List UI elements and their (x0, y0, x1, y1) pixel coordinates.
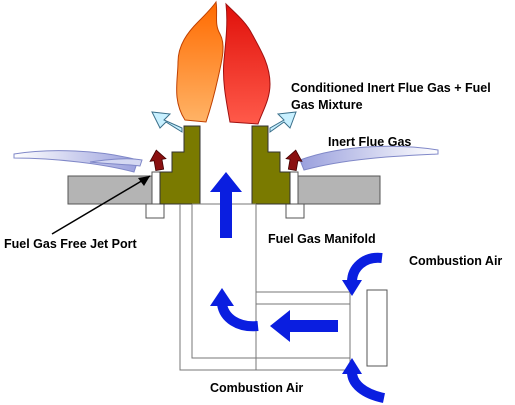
air-arrow-elbow (217, 302, 259, 332)
flame-left (176, 0, 224, 123)
jet-port-left (151, 171, 161, 205)
air-register (366, 289, 388, 367)
label-combustion-air-right: Combustion Air (409, 254, 503, 268)
fuel-gas-arrow (210, 172, 242, 238)
jet-port-right (289, 171, 299, 205)
mixture-arrow-right (269, 111, 297, 133)
label-mixture: Conditioned Inert Flue Gas + Fuel Gas Mi… (291, 81, 491, 112)
air-arrow-horizontal (270, 310, 338, 342)
jet-port-leader-head (138, 176, 150, 186)
label-fuel-gas-manifold: Fuel Gas Manifold (268, 232, 376, 246)
air-arrowhead-elbow (210, 288, 234, 306)
jet-arrow-right (285, 149, 303, 172)
flame-right (223, 2, 271, 125)
flue-gas-swirl-left-upper (89, 158, 143, 167)
jet-port-left-base (145, 203, 165, 219)
jet-port-right-base (285, 203, 305, 219)
jet-port-leader (51, 175, 151, 235)
manifold-duct (179, 203, 351, 371)
burner-tile-right (251, 125, 291, 205)
mixture-arrow-left (151, 111, 183, 133)
burner-tile-left (159, 125, 201, 205)
label-inert-flue-gas: Inert Flue Gas (328, 135, 412, 149)
jet-arrow-left (149, 149, 167, 172)
flue-gas-swirl-left (13, 150, 139, 173)
combustion-air-arrow-bottom (347, 371, 386, 403)
label-fuel-gas-free-jet-port: Fuel Gas Free Jet Port (4, 237, 137, 251)
flue-gas-swirl-right (299, 145, 439, 171)
label-combustion-air-bottom: Combustion Air (210, 381, 304, 395)
combustion-air-arrowhead-top (342, 280, 362, 296)
combustion-air-arrowhead-bottom (342, 358, 362, 374)
furnace-floor-right (289, 175, 381, 205)
combustion-air-arrow-top (347, 252, 383, 283)
